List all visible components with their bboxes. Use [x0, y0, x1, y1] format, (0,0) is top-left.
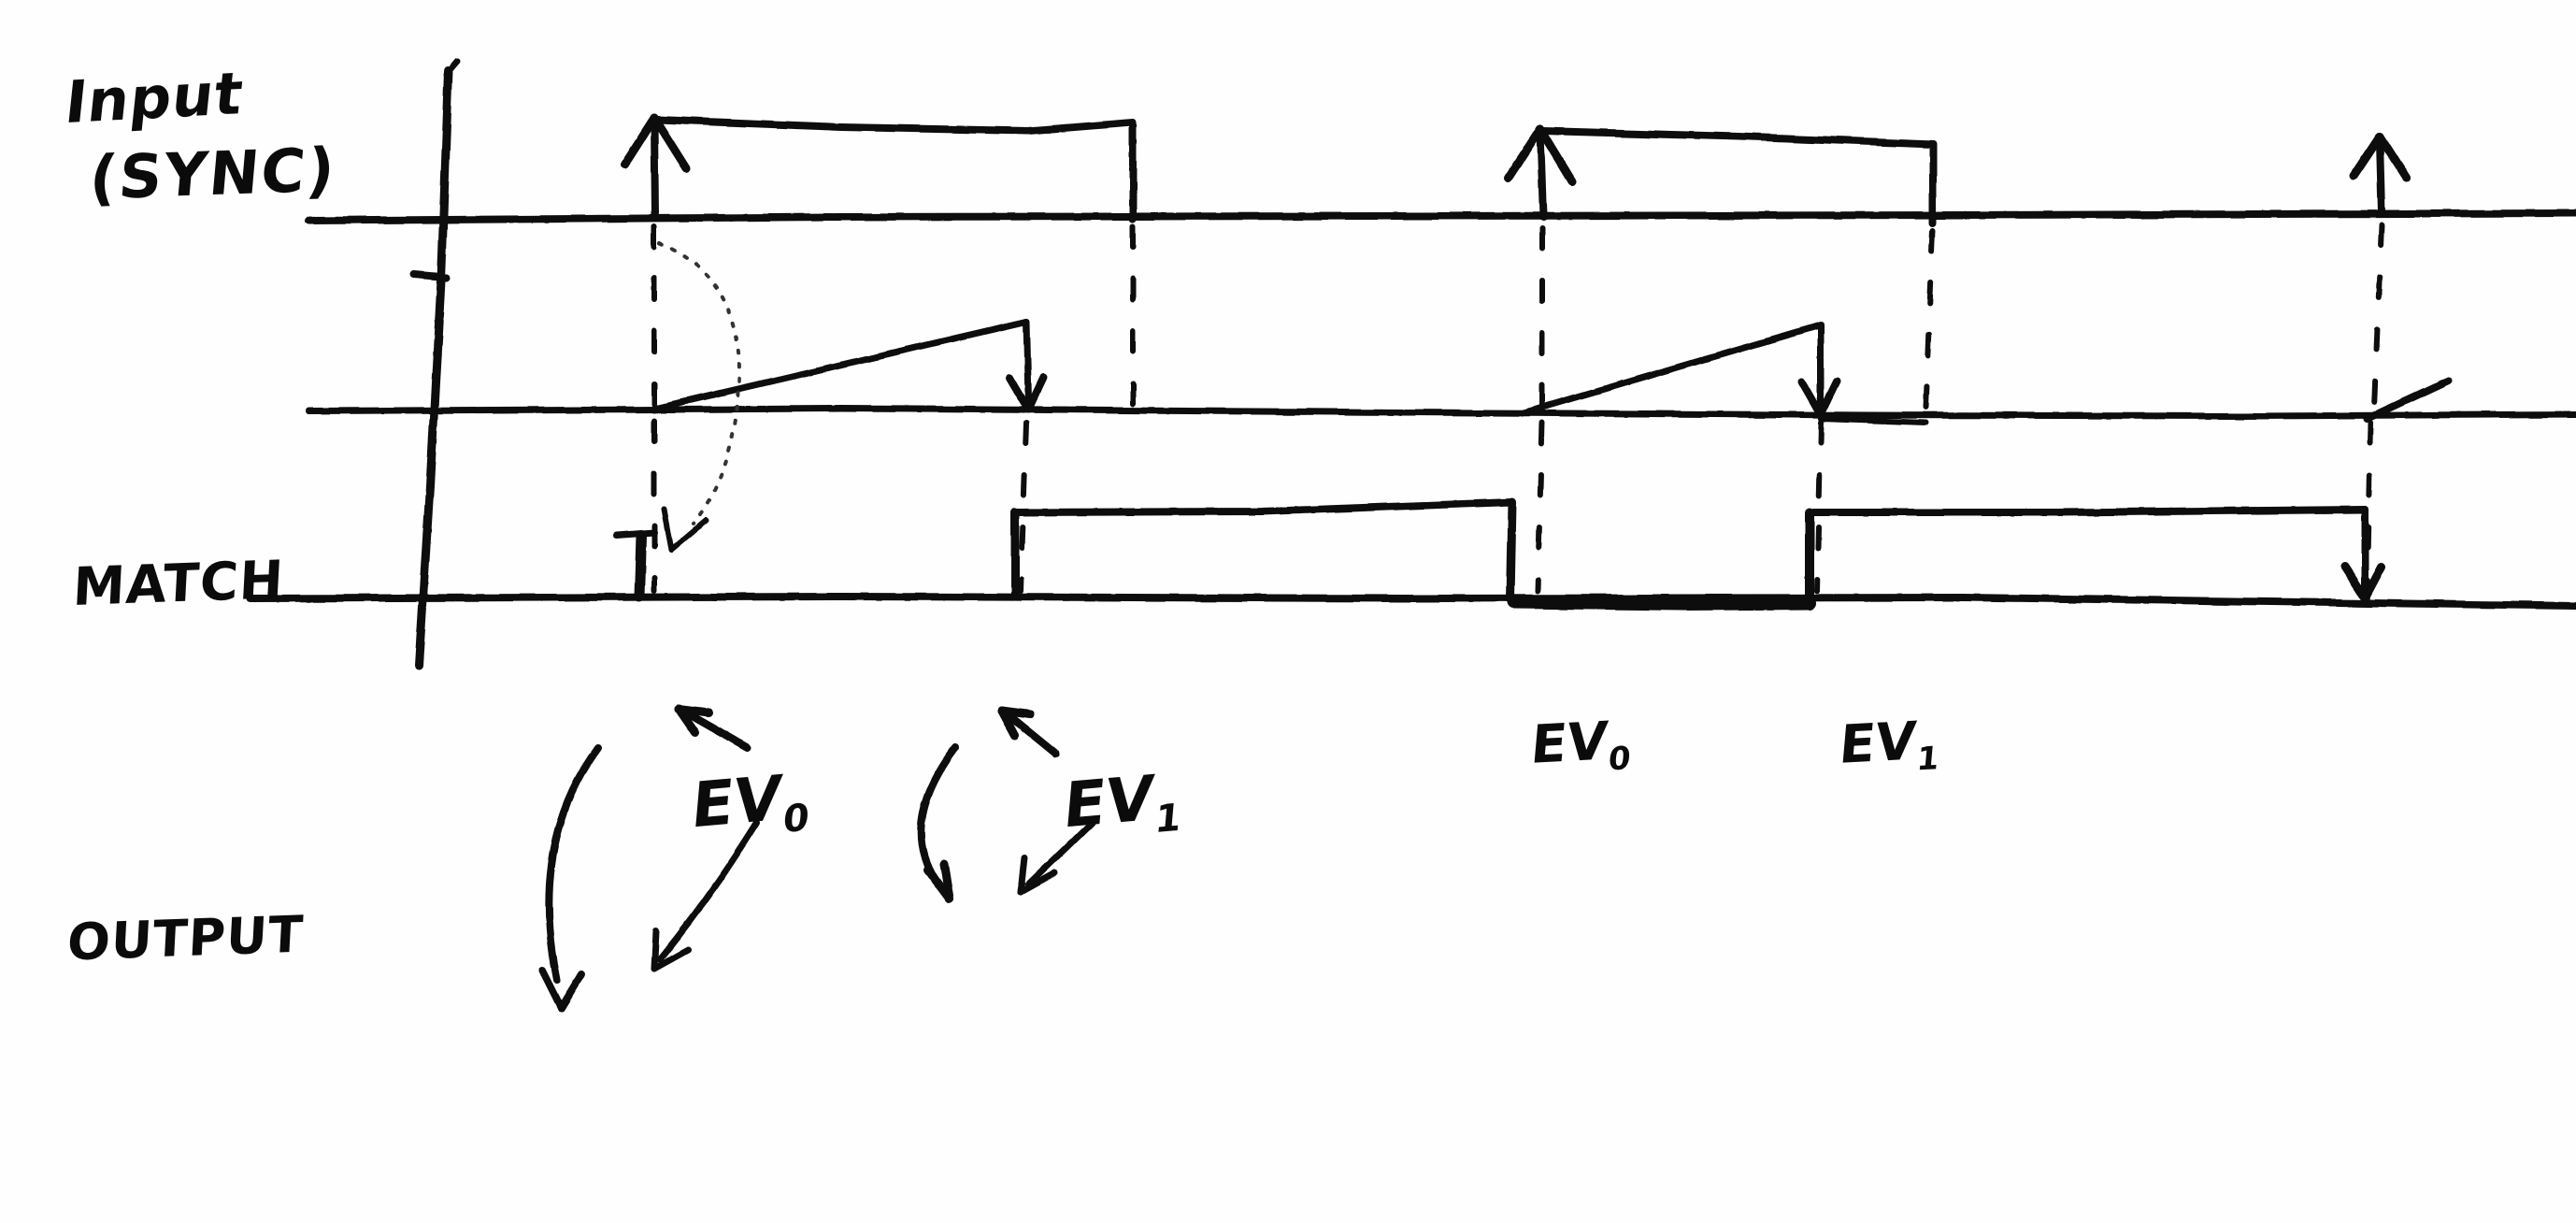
track-label-input-line2: (SYNC): [86, 136, 339, 214]
input-pulse-2: [1504, 124, 1937, 226]
ev1-left-leaders: [997, 706, 1095, 896]
event-label-subscript: 0: [1607, 740, 1633, 779]
axis-tick: [409, 271, 451, 281]
input-track: [305, 113, 2576, 226]
input-pulse-3: [2349, 132, 2411, 217]
event-label-text: EV: [1837, 711, 1919, 776]
input-pulse-1: [620, 113, 1137, 223]
ev0-left-leaders: [651, 704, 761, 972]
event-label-text: EV: [1060, 761, 1157, 842]
event-label-text: EV: [1528, 711, 1610, 776]
match-ramp-1: [651, 318, 1047, 413]
output-track: [247, 497, 2576, 611]
dotted-drop-arrow: [658, 241, 741, 553]
match-ramp-2: [1518, 322, 1840, 418]
output-pulse-2: [1805, 506, 2386, 608]
event-label-ev0-left: EV0: [688, 759, 811, 842]
match-track: [305, 318, 2576, 423]
curve-arrow-1: [538, 744, 602, 1012]
output-pulse-1: [1010, 497, 1517, 604]
input-baseline: [305, 209, 2576, 224]
match-baseline: [305, 405, 2576, 420]
event-label-text: EV: [688, 761, 785, 842]
event-label-subscript: 0: [780, 796, 811, 842]
output-baseline: [247, 593, 2576, 610]
event-label-subscript: 1: [1915, 740, 1941, 779]
track-label-output: OUTPUT: [65, 904, 306, 972]
match-ramp-3-partial: [2363, 377, 2453, 423]
event-label-subscript: 1: [1152, 796, 1183, 842]
track-label-input-line1: Input: [62, 58, 248, 137]
time-axis-vertical: [409, 59, 461, 670]
event-label-ev0-right: EV0: [1528, 710, 1633, 779]
dashed-guides: [651, 222, 2384, 607]
event-label-ev1-right: EV1: [1837, 710, 1941, 779]
curve-arrow-2: [917, 744, 959, 904]
event-label-ev1-left: EV1: [1060, 759, 1183, 842]
output-spike-1: [613, 528, 658, 602]
track-label-match: MATCH: [71, 549, 286, 619]
output-low-segment: [1508, 596, 1816, 611]
